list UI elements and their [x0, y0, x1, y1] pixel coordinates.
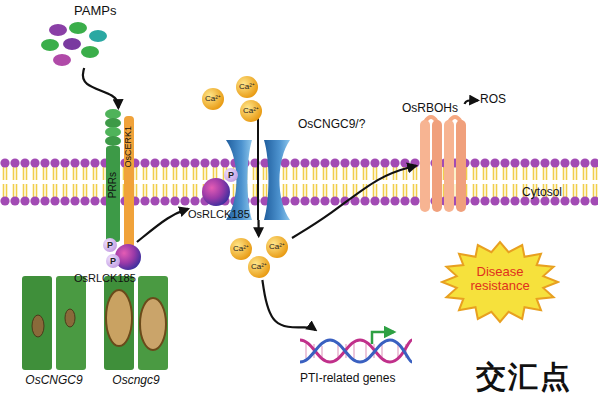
pamp-molecules: [41, 22, 107, 66]
compartment-label: Cytosol: [522, 186, 562, 199]
calcium-ion: Ca²⁺: [230, 238, 252, 260]
signal-arrow: [292, 166, 416, 238]
gene-expression: PTI-related genes: [296, 330, 416, 388]
leaf-panel: Oscngc9: [102, 272, 170, 390]
node-label: OsCNGC9: [20, 374, 88, 387]
phosphate-mark: P: [106, 254, 120, 268]
calcium-ion: Ca²⁺: [202, 88, 224, 110]
node-label: Disease resistance: [458, 265, 542, 294]
calcium-ion: Ca²⁺: [248, 256, 270, 278]
rboh-enzyme: OsRBOHs: [416, 104, 476, 212]
node-label: OsCNGC9/?: [298, 118, 365, 131]
dna-helix: [300, 332, 412, 362]
receptor: PRRs OsCERK1: [104, 108, 136, 244]
starburst-outline: [442, 242, 558, 322]
signal-arrow: [465, 100, 478, 104]
pamp-group: PAMPs: [40, 4, 144, 68]
lipid-bilayer: [0, 158, 598, 206]
watermark: 交汇点: [476, 360, 572, 393]
signal-arrow: [257, 220, 259, 236]
ros-output: ROS: [478, 92, 512, 110]
rboh-helices: [420, 117, 466, 212]
node-label: PAMPs: [74, 4, 116, 18]
node-label: ROS: [480, 93, 506, 106]
calcium-ion: Ca²⁺: [236, 76, 258, 98]
ion-channel: [202, 114, 290, 220]
node-label: OsRLCK185: [74, 272, 136, 284]
kinase: OsRLCK185: [188, 174, 252, 222]
node-label: PTI-related genes: [300, 372, 395, 385]
leaf-panel: OsCNGC9: [20, 272, 88, 390]
starburst: Disease resistance: [440, 240, 560, 324]
node-label: OsRBOHs: [402, 102, 458, 115]
signal-arrow: [262, 280, 315, 330]
calcium-pool: Ca²⁺Ca²⁺Ca²⁺: [226, 236, 292, 280]
node-label: OsRLCK185: [188, 208, 250, 220]
calcium-ion: Ca²⁺: [240, 100, 262, 122]
node-label: OsCERK1: [124, 126, 134, 168]
node-label: Oscngc9: [102, 374, 170, 387]
node-label: PRRs: [107, 172, 118, 198]
leaf-photos: [22, 276, 168, 370]
phosphate-mark: P: [224, 168, 238, 182]
signal-arrow: [83, 68, 119, 108]
signal-arrow: [137, 209, 188, 242]
phosphate-mark: P: [103, 238, 117, 252]
calcium-ion: Ca²⁺: [266, 236, 288, 258]
